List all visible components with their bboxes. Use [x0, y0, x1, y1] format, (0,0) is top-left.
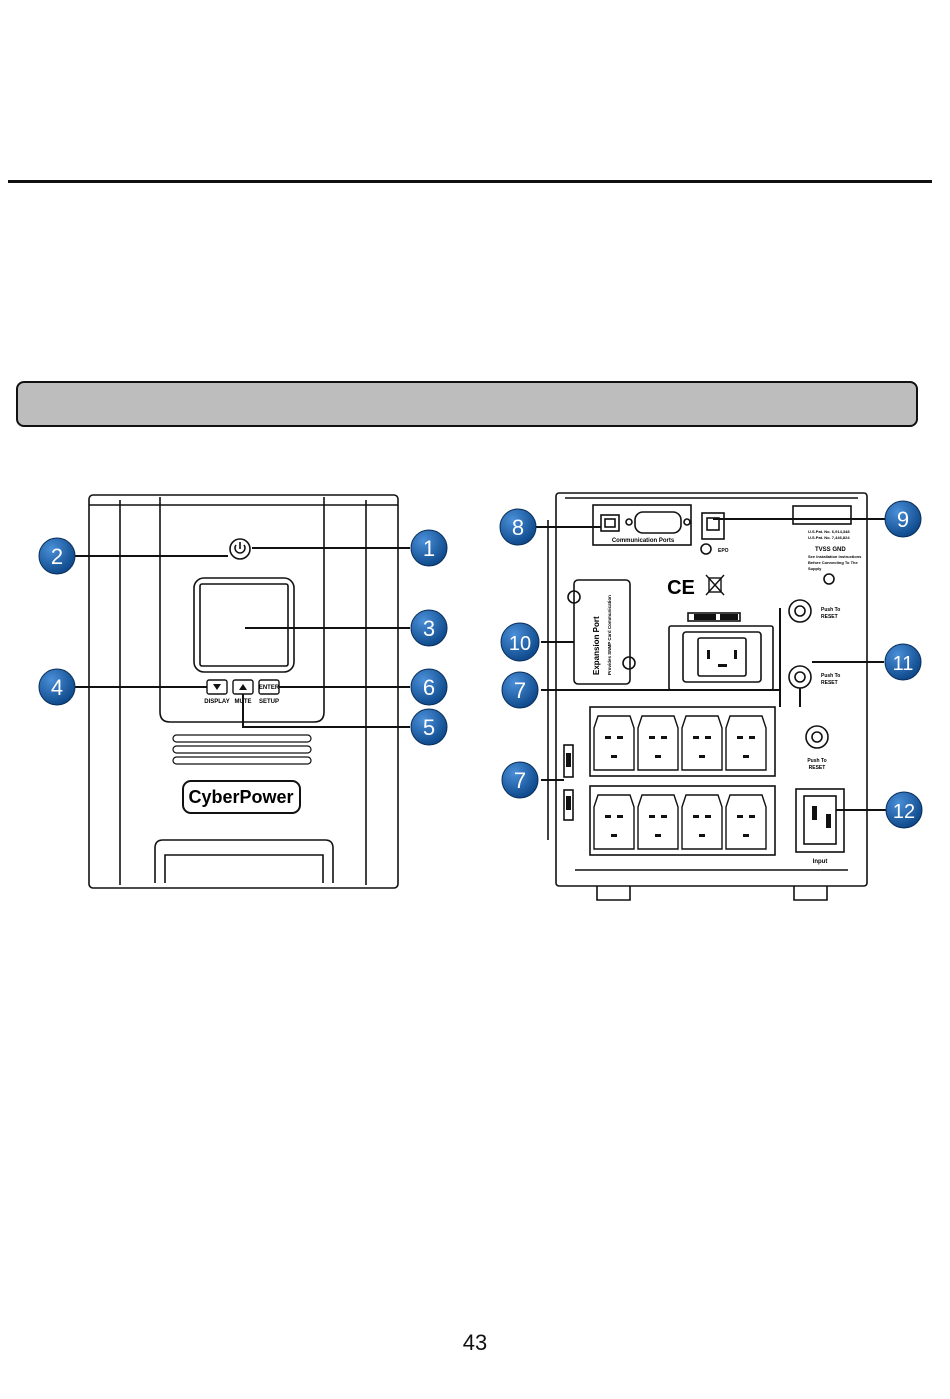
tvss-gnd-label: TVSS GND	[815, 547, 846, 553]
callout-1: 1	[423, 536, 435, 561]
callout-7a: 7	[514, 678, 526, 703]
front-panel	[88, 494, 399, 889]
callout-9: 9	[897, 507, 909, 532]
push-reset-3a: Push To	[807, 758, 826, 764]
push-reset-2b: RESET	[821, 680, 838, 686]
callout-12: 12	[893, 801, 915, 823]
c13-outlets	[593, 715, 767, 850]
callout-3: 3	[423, 616, 435, 641]
push-reset-2a: Push To	[821, 673, 840, 679]
ce-mark: CE	[667, 577, 695, 599]
display-button-label: DISPLAY	[204, 699, 229, 705]
front-callout-lines	[75, 547, 410, 728]
push-reset-1b: RESET	[821, 614, 838, 620]
rear-callout-lines	[536, 518, 886, 811]
power-icon	[234, 542, 246, 554]
callout-bubbles	[38, 500, 923, 829]
push-reset-3b: RESET	[809, 765, 826, 771]
patent-2: U.S.Pat. No. 7,446,824	[808, 535, 850, 540]
arrow-down-icon	[213, 684, 221, 690]
rear-panel	[547, 492, 868, 901]
cyberpower-logo: CyberPower	[188, 787, 293, 807]
callout-6: 6	[423, 675, 435, 700]
weee-bin-icon	[705, 574, 725, 596]
input-label: Input	[813, 859, 828, 865]
section-header-bar	[16, 381, 918, 427]
callout-4: 4	[51, 675, 63, 700]
outlet-pins	[566, 614, 831, 837]
patent-1: U.S.Pat. No. 6,914,348	[808, 529, 850, 534]
epo-label: EPO	[718, 548, 729, 554]
enter-button-label: ENTER	[259, 685, 280, 691]
callout-11: 11	[893, 653, 914, 675]
push-reset-1a: Push To	[821, 607, 840, 613]
page-number: 43	[462, 1330, 488, 1355]
expansion-port-label: Expansion Port	[592, 616, 601, 675]
tvss-note-1: See Installation Instructions	[808, 554, 862, 559]
tvss-note-3: Supply	[808, 566, 822, 571]
communication-ports-label: Communication Ports	[612, 538, 675, 544]
tvss-note-2: Before Connecting To The	[808, 560, 858, 565]
callout-8: 8	[512, 515, 524, 540]
arrow-up-icon	[239, 684, 247, 690]
callout-7b: 7	[514, 768, 526, 793]
callout-5: 5	[423, 715, 435, 740]
expansion-port-sublabel: Provides SNMP Card Communication	[607, 595, 612, 675]
top-rule	[8, 180, 932, 183]
setup-button-label: SETUP	[259, 699, 279, 705]
callout-10: 10	[509, 633, 531, 655]
callout-2: 2	[51, 544, 63, 569]
